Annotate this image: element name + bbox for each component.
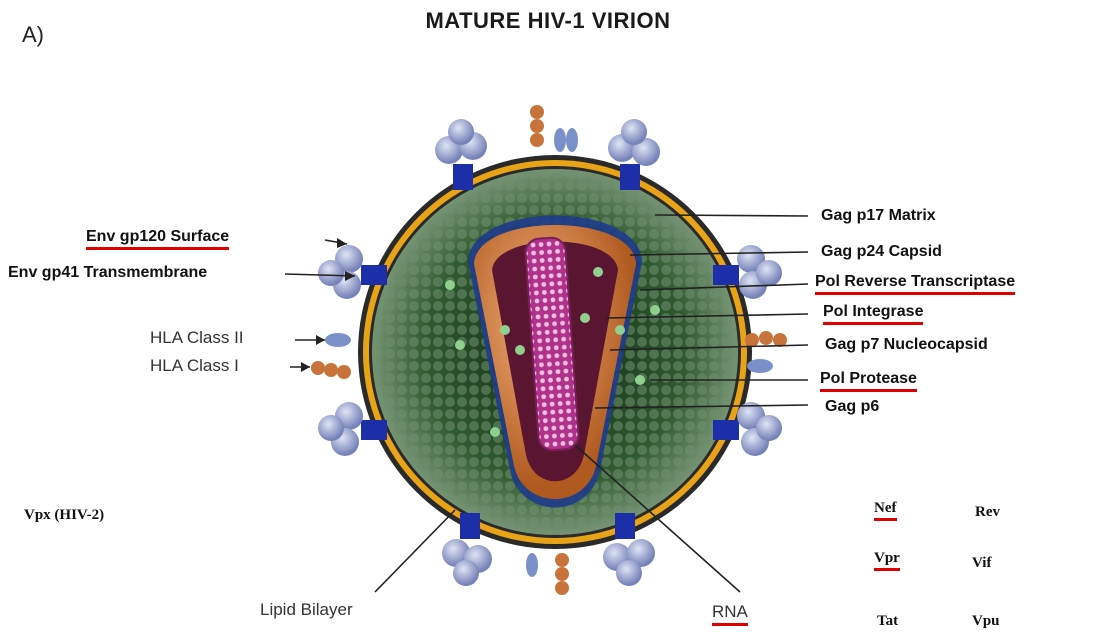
label-vpr: Vpr — [874, 550, 900, 571]
label-gag-p17: Gag p17 Matrix — [821, 207, 936, 225]
label-pol-protease: Pol Protease — [820, 370, 917, 392]
label-rev: Rev — [975, 504, 1000, 521]
label-gag-p24: Gag p24 Capsid — [821, 243, 942, 261]
label-vif: Vif — [972, 555, 991, 572]
label-tat: Tat — [877, 613, 898, 630]
label-env-gp41: Env gp41 Transmembrane — [8, 264, 207, 282]
label-env-gp120: Env gp120 Surface — [86, 228, 229, 250]
label-lipid-bilayer: Lipid Bilayer — [260, 600, 353, 620]
label-rna: RNA — [712, 602, 748, 626]
label-hla-class-2: HLA Class II — [150, 328, 244, 348]
label-vpu: Vpu — [972, 613, 1000, 630]
label-nef: Nef — [874, 500, 897, 521]
label-pol-rt: Pol Reverse Transcriptase — [815, 273, 1015, 295]
label-gag-p7: Gag p7 Nucleocapsid — [825, 336, 988, 354]
label-vpx: Vpx (HIV-2) — [24, 507, 104, 524]
label-hla-class-1: HLA Class I — [150, 356, 239, 376]
label-gag-p6: Gag p6 — [825, 398, 879, 416]
label-pol-integrase: Pol Integrase — [823, 303, 923, 325]
